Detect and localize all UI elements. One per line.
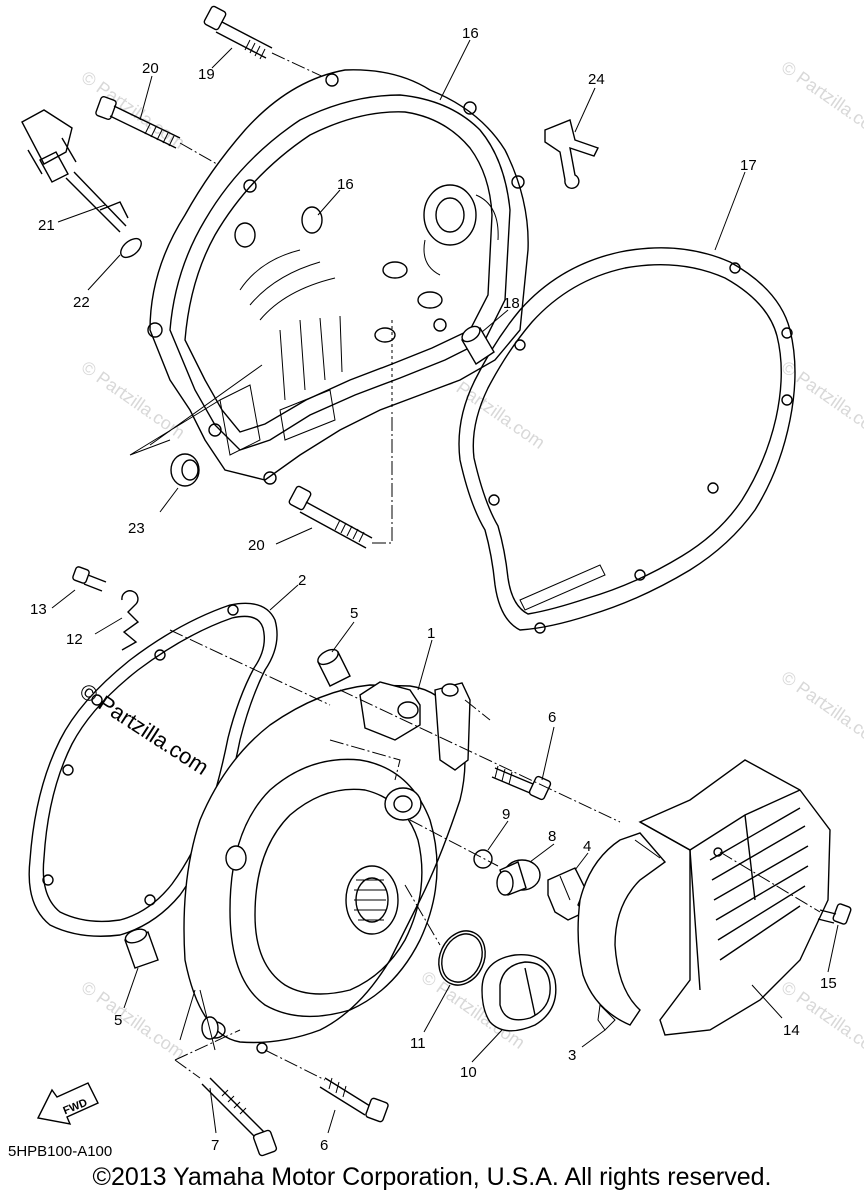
watermark: © Partzilla.com — [778, 357, 864, 443]
part-8-plug — [496, 859, 541, 896]
callout-5: 5 — [114, 1012, 122, 1029]
part-9-o-ring — [473, 849, 493, 869]
part-22-o-ring — [120, 237, 142, 259]
part-15-bolt — [719, 851, 852, 925]
part-11-o-ring — [438, 930, 486, 986]
crankcase-cover-upper — [147, 69, 529, 485]
watermark: © Partzilla.com — [78, 977, 189, 1063]
callout-9: 9 — [502, 806, 510, 823]
callout-1: 1 — [427, 625, 435, 642]
part-1-crankcase-cover — [179, 681, 471, 1054]
callout-leaders — [51, 39, 839, 1134]
callout-6: 6 — [548, 709, 556, 726]
callout-19: 19 — [198, 66, 215, 83]
callout-3: 3 — [568, 1047, 576, 1064]
callout-8: 8 — [548, 828, 556, 845]
copyright-notice: ©2013 Yamaha Motor Corporation, U.S.A. A… — [92, 1163, 772, 1191]
callout-10: 10 — [460, 1064, 477, 1081]
watermark-text: © Partzilla.com — [75, 678, 213, 780]
callout-16: 16 — [337, 176, 354, 193]
callout-15: 15 — [820, 975, 837, 992]
callout-5: 5 — [350, 605, 358, 622]
callout-23: 23 — [128, 520, 145, 537]
callout-2: 2 — [298, 572, 306, 589]
part-24-bracket — [544, 119, 599, 189]
part-20-bolt — [95, 96, 246, 181]
callout-14: 14 — [783, 1022, 800, 1039]
watermark-logo: © Partzilla.com — [75, 678, 213, 780]
part-3-plate — [577, 832, 667, 1031]
part-18-dowel — [461, 325, 495, 365]
callout-17: 17 — [740, 157, 757, 174]
fwd-arrow-icon: FWD — [36, 1082, 99, 1125]
part-5-dowel-lower — [124, 928, 159, 969]
callout-18: 18 — [503, 295, 520, 312]
part-7-bolt — [174, 1029, 278, 1157]
part-20-bolt-lower — [288, 320, 393, 549]
callout-20: 20 — [142, 60, 159, 77]
part-6-bolt-lower — [264, 1049, 389, 1123]
callout-6: 6 — [320, 1137, 328, 1154]
callout-22: 22 — [73, 294, 90, 311]
watermark: © Partzilla.com — [778, 667, 864, 753]
part-6-bolt-upper — [464, 699, 552, 801]
diagram-code: 5HPB100-A100 — [8, 1143, 113, 1160]
part-21-dipstick — [21, 109, 129, 233]
callout-labels: 16 19 20 24 16 17 21 22 18 23 20 2 13 12… — [30, 25, 837, 1154]
callout-7: 7 — [211, 1137, 219, 1154]
callout-16: 16 — [462, 25, 479, 42]
callout-13: 13 — [30, 601, 47, 618]
part-11-o-ring-inner — [441, 933, 483, 983]
watermark: © Partzilla.com — [778, 57, 864, 143]
part-14-protector — [638, 759, 831, 1036]
part-5-dowel — [317, 648, 351, 687]
callout-21: 21 — [38, 217, 55, 234]
part-17-gasket — [458, 247, 796, 634]
part-23-seal — [129, 364, 263, 487]
part-12-clip — [121, 590, 140, 651]
construction-lines — [169, 629, 621, 946]
callout-24: 24 — [588, 71, 605, 88]
callout-11: 11 — [410, 1035, 426, 1052]
part-19-bolt — [203, 5, 331, 81]
callout-20: 20 — [248, 537, 265, 554]
part-13-bolt — [72, 566, 107, 592]
callout-4: 4 — [583, 838, 591, 855]
callout-12: 12 — [66, 631, 83, 648]
part-10-cap — [481, 954, 557, 1032]
